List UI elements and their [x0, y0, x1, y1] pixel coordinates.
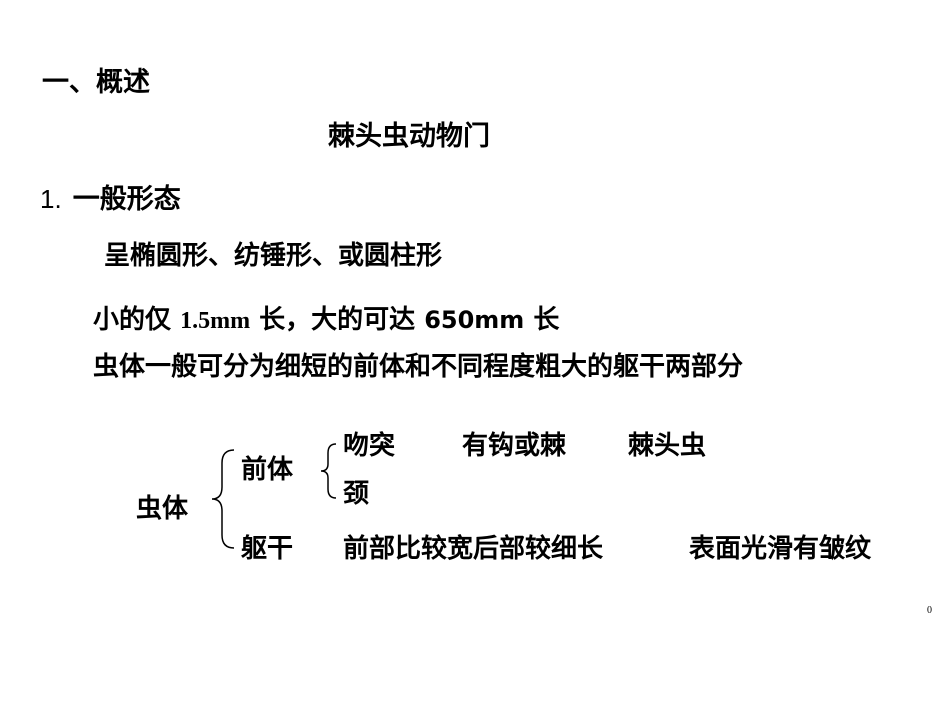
- tree-trunk-shape: 前部比较宽后部较细长: [343, 534, 604, 564]
- subsection-heading: 1. 一般形态: [40, 186, 181, 213]
- size-value-small: 1.5mm: [180, 308, 251, 334]
- tree-branch-proboscis-region: 前体: [241, 455, 294, 485]
- size-description: 小的仅 1.5mm 长，大的可达 650mm 长: [93, 307, 559, 333]
- size-text-1: 小的仅: [93, 305, 172, 335]
- tree-proboscis-name: 棘头虫: [628, 431, 707, 461]
- small-brace-icon: [320, 443, 337, 499]
- section-heading: 一、概述: [42, 67, 150, 98]
- shape-description: 呈椭圆形、纺锤形、或圆柱形: [104, 241, 443, 271]
- phylum-title: 棘头虫动物门: [328, 121, 490, 152]
- tree-root-label: 虫体: [136, 494, 189, 524]
- size-text-3: 长: [533, 305, 560, 335]
- body-division-description: 虫体一般可分为细短的前体和不同程度粗大的躯干两部分: [93, 352, 744, 382]
- page-number: 0: [927, 605, 932, 616]
- subsection-title: 一般形态: [72, 184, 181, 215]
- subsection-number: 1.: [40, 184, 62, 214]
- tree-proboscis-label: 吻突: [343, 431, 396, 461]
- tree-neck-label: 颈: [343, 479, 370, 509]
- tree-proboscis-feature: 有钩或棘: [462, 431, 567, 461]
- size-value-large: 650mm: [424, 306, 525, 334]
- tree-trunk-surface: 表面光滑有皱纹: [689, 534, 872, 564]
- size-text-2: 长，大的可达: [259, 305, 416, 335]
- large-brace-icon: [211, 449, 235, 549]
- tree-branch-trunk: 躯干: [241, 534, 294, 564]
